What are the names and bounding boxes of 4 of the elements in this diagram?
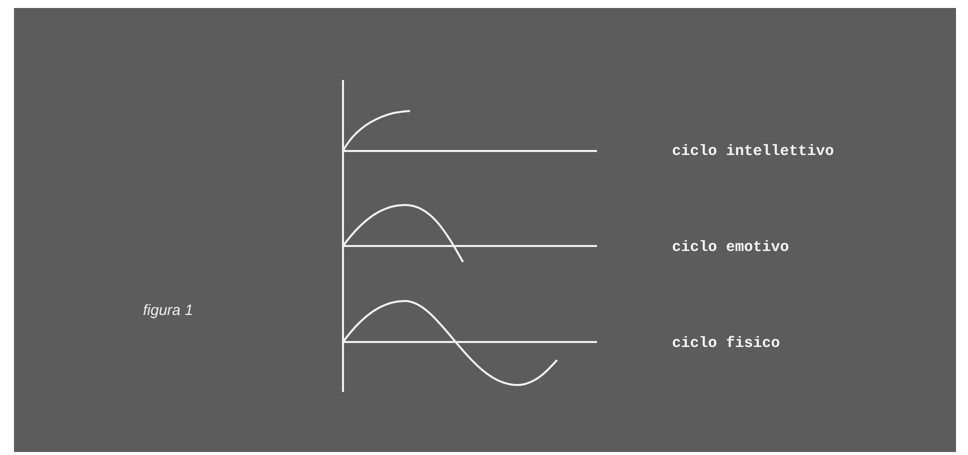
figure-caption: figura 1 (143, 302, 194, 320)
cycle-label: ciclo fisico (672, 335, 780, 353)
cycle-label: ciclo emotivo (672, 239, 790, 257)
cycle-label: ciclo intellettivo (672, 143, 834, 161)
